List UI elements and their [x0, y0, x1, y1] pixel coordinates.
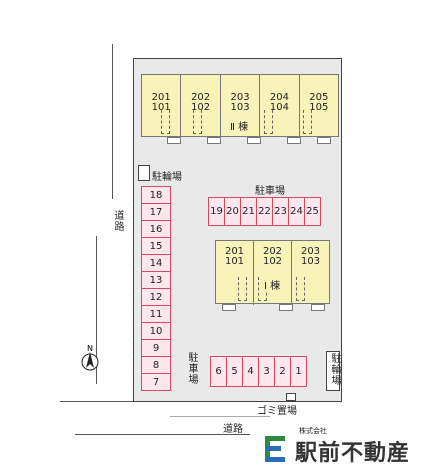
bicycle-parking-right: [326, 351, 340, 391]
parking-bottom-label: 駐車場: [186, 352, 197, 385]
parking-space-8: 8: [141, 356, 171, 374]
north-arrow-icon: N: [81, 344, 99, 371]
parking-space-4: 4: [242, 356, 259, 387]
garbage-area-label: ゴミ置場: [257, 406, 297, 417]
unit-203-103: 203 103: [221, 75, 261, 138]
garbage-area-box: [286, 393, 296, 401]
parking-space-6: 6: [210, 356, 227, 387]
unit-upper-number: 202: [262, 246, 283, 257]
entry-step: [222, 304, 236, 311]
parking-space-19: 19: [208, 197, 225, 226]
building-1: 201 101 202 102 203 103 Ⅰ 棟: [215, 240, 330, 305]
parking-space-25: 25: [304, 197, 321, 226]
parking-space-15: 15: [141, 237, 171, 255]
unit-upper-number: 202: [191, 92, 211, 103]
road-bottom-edge-lower: [75, 434, 250, 435]
unit-upper-number: 201: [151, 92, 171, 103]
unit-lower-number: 103: [230, 102, 250, 113]
building-1-name: Ⅰ 棟: [264, 277, 281, 292]
unit-lower-number: 102: [262, 256, 283, 267]
parking-space-16: 16: [141, 220, 171, 238]
stair-outline: [264, 110, 274, 134]
road-bottom-edge-curve: [170, 416, 270, 417]
building-1-units: 201 101 202 102 203 103: [216, 241, 329, 305]
bicycle-parking-right-label: 駐輪場: [329, 353, 340, 386]
stair-outline: [295, 277, 305, 301]
brand-logo: 株式会社 駅前不動産: [265, 418, 440, 466]
unit-201-101: 201 101: [216, 241, 254, 305]
parking-space-2: 2: [274, 356, 291, 387]
parking-space-13: 13: [141, 271, 171, 289]
compass-letter: N: [87, 344, 93, 353]
unit-202-102: 202 102: [254, 241, 292, 305]
unit-lower-number: 103: [300, 256, 321, 267]
entry-step: [317, 137, 331, 144]
entry-step: [207, 137, 221, 144]
brand-mark-icon: [265, 436, 285, 462]
parking-space-24: 24: [288, 197, 305, 226]
parking-space-17: 17: [141, 203, 171, 221]
unit-upper-number: 201: [224, 246, 245, 257]
road-left-edge-upper: [112, 44, 113, 199]
parking-space-3: 3: [258, 356, 275, 387]
parking-space-12: 12: [141, 288, 171, 306]
parking-space-10: 10: [141, 322, 171, 340]
unit-lower-number: 102: [191, 102, 211, 113]
unit-lower-number: 101: [224, 256, 245, 267]
stair-outline: [238, 277, 248, 301]
unit-201-101: 201 101: [142, 75, 182, 138]
road-left-label: 道路: [112, 210, 123, 232]
bicycle-parking-top-label: 駐輪場: [152, 172, 182, 183]
brand-name: 駅前不動産: [295, 441, 411, 466]
parking-space-18: 18: [141, 186, 171, 204]
unit-203-103: 203 103: [292, 241, 329, 305]
stair-outline: [303, 110, 313, 134]
property-lot: 201 101 202 102 203 103 204 104 205 105: [133, 58, 342, 402]
unit-lower-number: 104: [269, 102, 289, 113]
parking-space-9: 9: [141, 339, 171, 357]
bicycle-parking-top: [138, 165, 150, 181]
parking-space-5: 5: [226, 356, 243, 387]
unit-202-102: 202 102: [181, 75, 221, 138]
entry-step: [311, 304, 325, 311]
parking-space-21: 21: [240, 197, 257, 226]
building-2-name: Ⅱ 棟: [230, 118, 249, 133]
unit-204-104: 204 104: [260, 75, 300, 138]
brand-kabushiki: 株式会社: [299, 427, 327, 435]
road-left-edge-lower: [96, 236, 97, 384]
unit-upper-number: 203: [300, 246, 321, 257]
parking-space-23: 23: [272, 197, 289, 226]
road-bottom-label: 道路: [223, 424, 243, 435]
entry-step: [167, 137, 181, 144]
entry-step: [279, 304, 293, 311]
parking-space-22: 22: [256, 197, 273, 226]
parking-space-11: 11: [141, 305, 171, 323]
building-2: 201 101 202 102 203 103 204 104 205 105: [141, 74, 339, 138]
parking-space-1: 1: [290, 356, 307, 387]
entry-step: [247, 137, 261, 144]
entry-step: [287, 137, 301, 144]
parking-space-7: 7: [141, 373, 171, 391]
parking-space-20: 20: [224, 197, 241, 226]
stair-outline: [192, 110, 202, 134]
unit-upper-number: 204: [269, 92, 289, 103]
parking-space-14: 14: [141, 254, 171, 272]
unit-upper-number: 203: [230, 92, 250, 103]
unit-205-105: 205 105: [300, 75, 338, 138]
unit-lower-number: 105: [309, 102, 329, 113]
parking-top-label: 駐車場: [255, 186, 285, 197]
stair-outline: [161, 110, 171, 134]
building-2-units: 201 101 202 102 203 103 204 104 205 105: [142, 75, 338, 138]
unit-upper-number: 205: [309, 92, 329, 103]
unit-lower-number: 101: [151, 102, 171, 113]
